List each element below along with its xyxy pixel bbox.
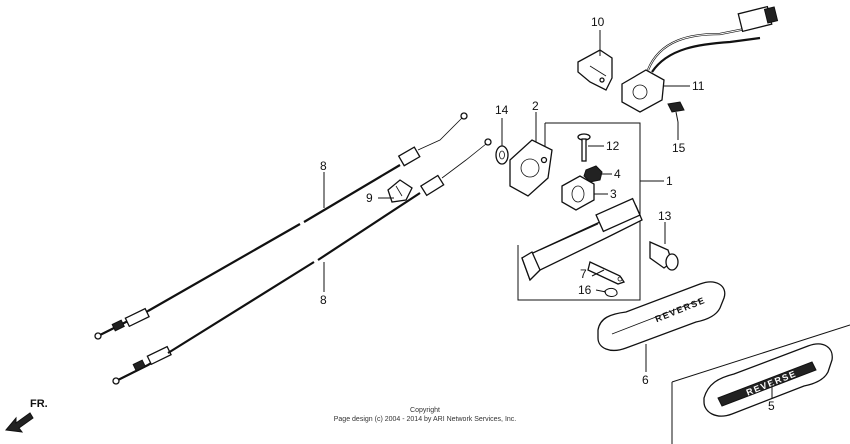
callout-8-upper: 8 bbox=[320, 159, 327, 173]
callout-6: 6 bbox=[642, 373, 649, 387]
cable-upper bbox=[94, 112, 468, 340]
cable-lower bbox=[112, 138, 492, 385]
grip-5-frame bbox=[671, 324, 850, 444]
callout-10: 10 bbox=[591, 15, 605, 29]
callout-13: 13 bbox=[658, 209, 672, 223]
plate-2 bbox=[509, 139, 553, 197]
collar-3 bbox=[561, 175, 595, 211]
screw-15 bbox=[667, 101, 685, 123]
lever-handle bbox=[521, 197, 643, 282]
footer-copyright: Copyright bbox=[410, 407, 440, 414]
direction-label: FR. bbox=[30, 398, 48, 410]
callout-11: 11 bbox=[692, 79, 705, 93]
callout-4: 4 bbox=[614, 167, 621, 181]
bolt-12 bbox=[577, 133, 591, 162]
footer-credit: Page design (c) 2004 - 2014 by ARI Netwo… bbox=[333, 416, 517, 423]
front-arrow-icon bbox=[5, 412, 34, 433]
callout-5: 5 bbox=[768, 399, 775, 413]
cable-clip-9 bbox=[387, 179, 413, 203]
clip-16 bbox=[603, 287, 618, 297]
bracket-10 bbox=[577, 49, 613, 91]
callout-2: 2 bbox=[532, 99, 539, 113]
callout-1: 1 bbox=[666, 174, 673, 188]
callout-3: 3 bbox=[610, 187, 617, 201]
leader-lines bbox=[323, 30, 773, 398]
callout-14: 14 bbox=[495, 103, 509, 117]
callout-8-lower: 8 bbox=[320, 293, 327, 307]
callout-15: 15 bbox=[672, 141, 686, 155]
pin-7 bbox=[587, 261, 626, 285]
callout-9: 9 bbox=[366, 191, 373, 205]
nut-4 bbox=[583, 165, 603, 183]
callout-7: 7 bbox=[580, 267, 587, 281]
callout-16: 16 bbox=[578, 283, 592, 297]
grip-6: REVERSE bbox=[597, 281, 726, 352]
switch-11 bbox=[621, 5, 779, 113]
washer-14 bbox=[495, 145, 509, 165]
assembly-box-1 bbox=[517, 122, 664, 301]
callouts: 10 11 14 2 12 15 4 1 8 3 9 13 7 16 8 6 5 bbox=[320, 15, 775, 413]
callout-12: 12 bbox=[606, 139, 620, 153]
stud-13 bbox=[649, 240, 679, 271]
